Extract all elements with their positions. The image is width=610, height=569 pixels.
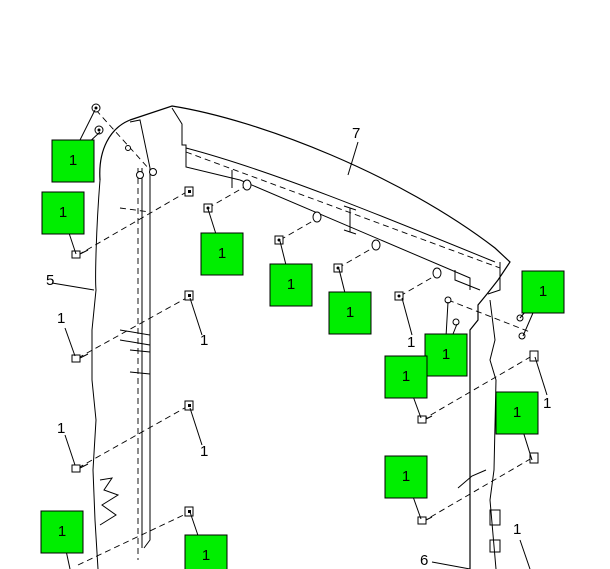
nut-clip-3 [184, 400, 194, 411]
callout-tag-11: 1 [40, 510, 84, 554]
callout-tag-8: 1 [384, 355, 428, 399]
callout-part-6: 6 [420, 552, 428, 569]
washer-row-4 [432, 267, 442, 279]
washer-row-2 [312, 211, 322, 223]
fasteners [71, 103, 539, 525]
washer-right-b [452, 318, 460, 326]
callout-part-1-left-lower: 1 [57, 420, 65, 437]
svg-text:1: 1 [287, 276, 295, 293]
svg-text:1: 1 [59, 204, 67, 221]
nut-clip-1 [184, 186, 194, 197]
washer-top-d [136, 171, 144, 179]
svg-text:1: 1 [346, 304, 354, 321]
assembly-lines [77, 109, 533, 566]
screw-right-2 [417, 516, 433, 525]
washer-top-c [125, 145, 131, 151]
callout-tag-12: 1 [184, 534, 228, 569]
svg-text:1: 1 [402, 468, 410, 485]
screw-left-3 [71, 463, 89, 473]
svg-text:1: 1 [513, 404, 521, 421]
callout-tag-1: 1 [51, 139, 95, 183]
nut-clip-right-2 [529, 452, 539, 464]
screw-top-4 [394, 291, 404, 301]
svg-text:1: 1 [539, 283, 547, 300]
callout-tag-7: 1 [424, 333, 468, 377]
svg-text:1: 1 [202, 547, 210, 564]
nut-clip-right-1 [529, 350, 539, 362]
washer-top-a [91, 103, 101, 113]
svg-text:1: 1 [69, 152, 77, 169]
callout-part-1-right: 1 [543, 395, 551, 412]
svg-text:1: 1 [442, 346, 450, 363]
callout-part-1-mid-lower: 1 [200, 443, 208, 460]
callout-tag-3: 1 [200, 232, 244, 276]
callout-part-1-bottom-right: 1 [513, 521, 521, 538]
callout-tag-6: 1 [521, 270, 565, 314]
callout-tag-9: 1 [495, 391, 539, 435]
callout-part-7: 7 [352, 125, 360, 142]
nut-clip-2 [184, 290, 194, 301]
washer-top-e [149, 168, 157, 176]
callout-tag-10: 1 [384, 455, 428, 499]
hood-panel [91, 105, 511, 569]
washer-row-3 [371, 239, 381, 251]
nut-clip-4 [184, 506, 194, 517]
screw-left-1 [71, 249, 89, 259]
screw-top-2 [274, 235, 284, 245]
svg-text:1: 1 [58, 523, 66, 540]
callout-tag-2: 1 [41, 191, 85, 235]
washer-top-b [94, 125, 104, 135]
screw-right-1 [417, 415, 433, 424]
callout-part-1-center: 1 [407, 334, 415, 351]
svg-text:1: 1 [218, 245, 226, 262]
screw-top-3 [333, 263, 343, 273]
screw-left-2 [71, 353, 89, 363]
washer-row-1 [242, 179, 252, 191]
callout-part-1-mid-upper: 1 [200, 332, 208, 349]
callout-part-5: 5 [46, 272, 54, 289]
svg-text:1: 1 [402, 368, 410, 385]
callout-tag-4: 1 [269, 263, 313, 307]
callout-part-1-left-upper: 1 [57, 310, 65, 327]
callout-tag-5: 1 [328, 291, 372, 335]
screw-top-1 [203, 203, 213, 213]
